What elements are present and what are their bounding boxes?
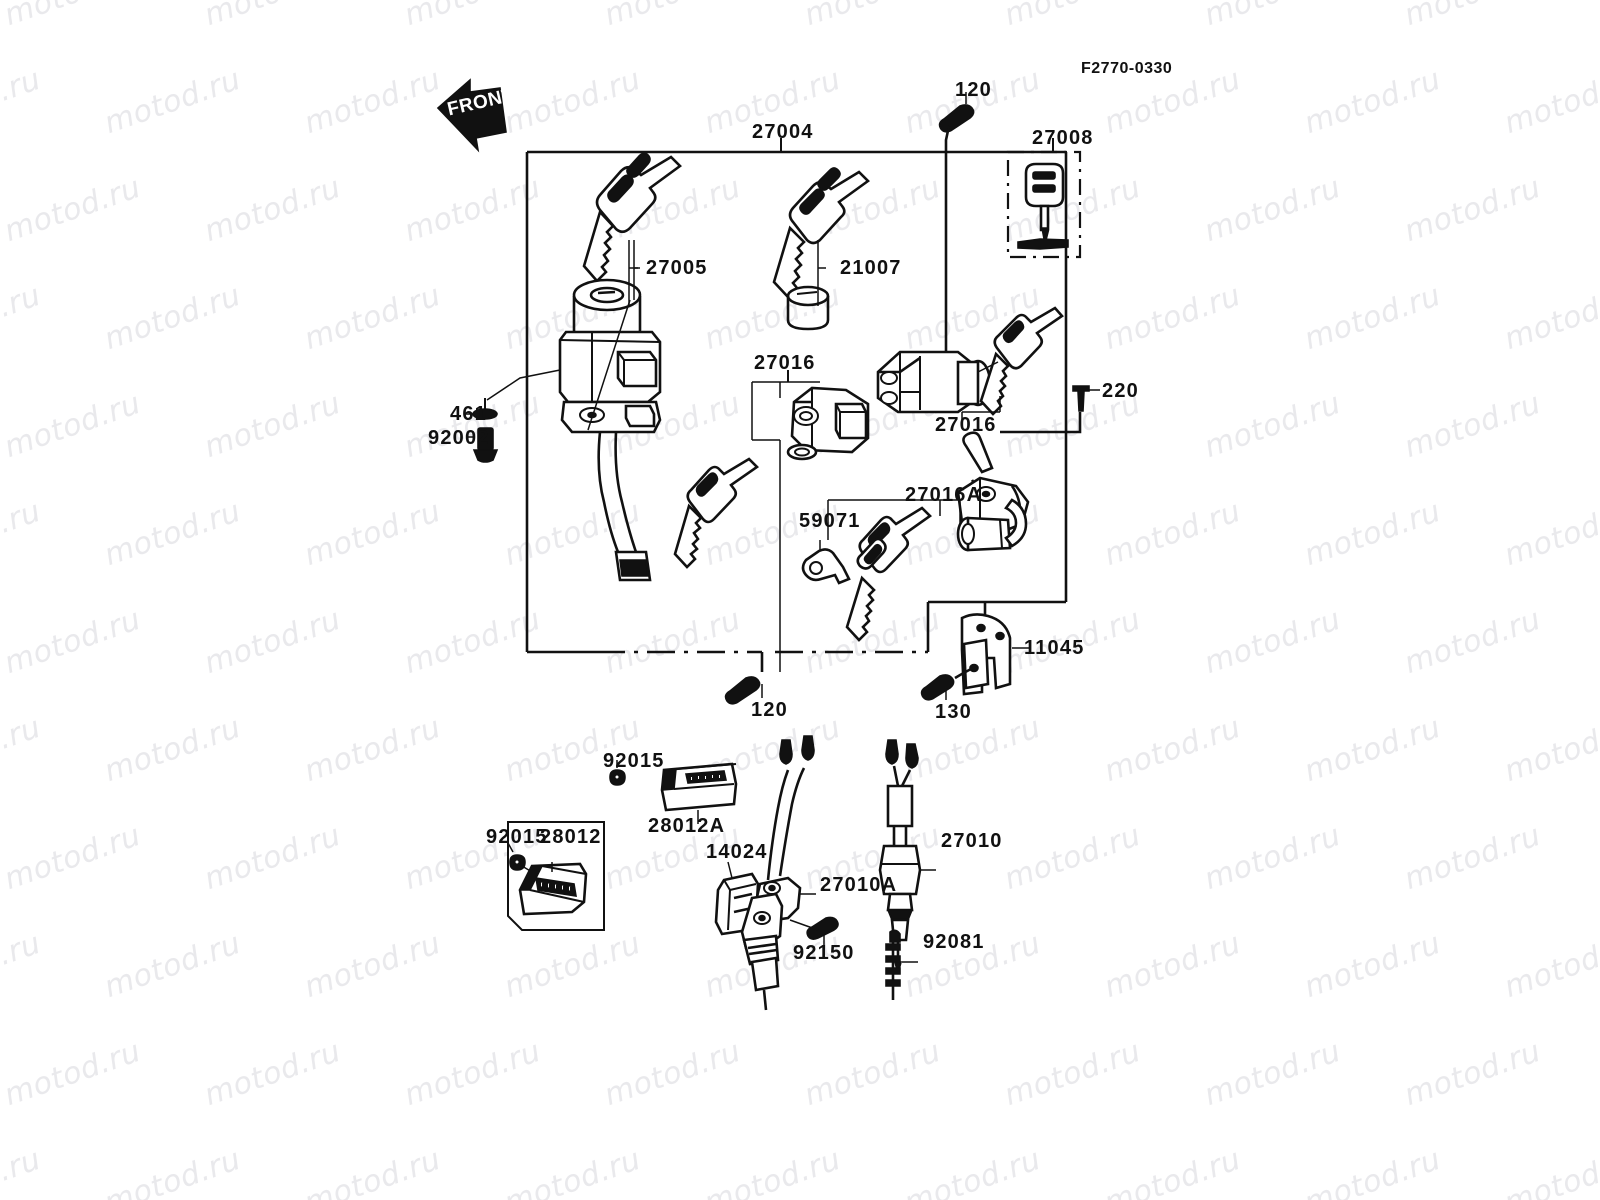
label-120-top: 120	[955, 79, 992, 101]
nut-92015-top	[609, 760, 626, 786]
label-59071: 59071	[799, 510, 861, 532]
label-28012: 28012	[540, 826, 602, 848]
leader-27016-left	[751, 381, 820, 672]
seat-lock-27016A	[956, 431, 1030, 552]
label-120-bottom: 120	[751, 699, 788, 721]
label-220: 220	[1102, 380, 1139, 402]
label-28012A: 28012A	[648, 815, 726, 837]
spring-92081	[885, 929, 918, 1000]
bracket-11045	[960, 602, 1030, 696]
label-92015-box: 92015	[486, 826, 548, 848]
horn-28012A	[660, 762, 738, 824]
bolt-120-top	[938, 92, 975, 200]
lock-assembly-27016-right	[876, 306, 1064, 416]
label-27016-left: 27016	[754, 352, 816, 374]
label-92002: 92002	[428, 427, 490, 449]
label-130: 130	[935, 701, 972, 723]
leader-27016A	[827, 499, 961, 540]
label-11045: 11045	[1024, 637, 1085, 659]
fuel-cap-lock-21007	[772, 167, 870, 331]
bolt-120-bottom	[724, 676, 763, 705]
leader-21007	[817, 240, 826, 306]
leader-ignition-body	[587, 299, 631, 431]
front-brake-switch-27010A	[740, 735, 816, 1011]
leader-27005-line	[628, 240, 638, 306]
leader-27016-right	[961, 396, 1001, 428]
lock-assembly-27016-left	[673, 370, 870, 569]
label-92015-top: 92015	[603, 750, 665, 772]
bolt-92002	[466, 427, 499, 463]
horn-box-28012	[507, 821, 605, 931]
lock-cam-59071	[801, 540, 851, 585]
bolt-130	[920, 666, 974, 701]
label-27004: 27004	[752, 121, 814, 143]
label-92150: 92150	[793, 942, 855, 964]
label-27008: 27008	[1032, 127, 1094, 149]
key-lower-27016A	[845, 506, 933, 642]
washer-461	[466, 369, 561, 420]
label-461: 461	[450, 403, 487, 425]
label-27016-right: 27016	[935, 414, 997, 436]
main-group-box-27004	[525, 138, 1068, 672]
label-14024: 14024	[706, 841, 768, 863]
label-21007: 21007	[840, 257, 902, 279]
label-27010: 27010	[941, 830, 1003, 852]
ignition-switch-27005	[558, 152, 682, 582]
front-arrow-icon	[436, 78, 507, 153]
label-27010A: 27010A	[820, 874, 898, 896]
label-92081: 92081	[923, 931, 985, 953]
screw-220	[1000, 385, 1100, 434]
key-blank-box-27008	[1006, 138, 1082, 259]
label-27016A: 27016A	[905, 484, 983, 506]
diagram-code: F2770-0330	[1081, 60, 1173, 77]
label-27005: 27005	[646, 257, 708, 279]
bolt-92150	[789, 916, 839, 948]
